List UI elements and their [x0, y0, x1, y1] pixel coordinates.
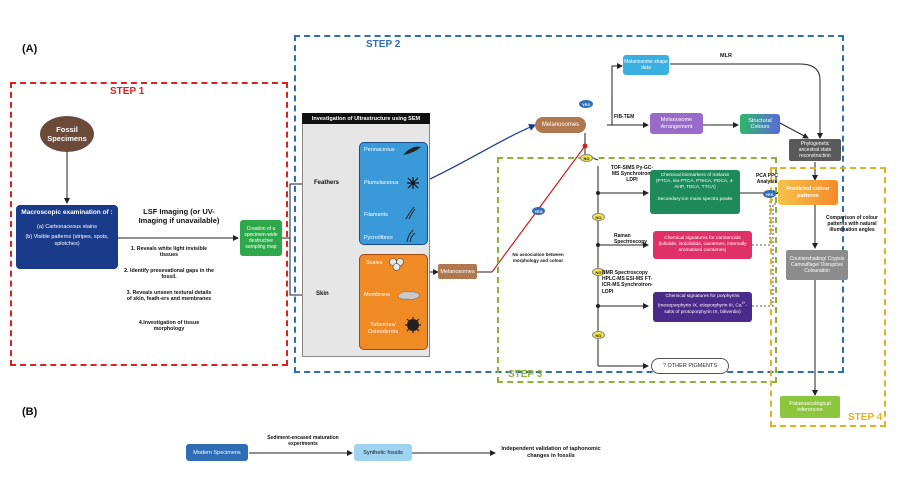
- no-badge-1: NO: [580, 154, 593, 162]
- other-pigments-box: ? OTHER PIGMENTS: [651, 358, 729, 374]
- yes-badge-red: YES: [532, 207, 545, 215]
- lsf-item-3: 3. Reveals unseen textural details of sk…: [126, 290, 212, 303]
- structural-colours-box: Structural Colours: [740, 114, 780, 134]
- feather-type-pennaceous: Pennaceous: [364, 147, 395, 153]
- skin-type-tubercles: Tubercles/ Osteoderms: [368, 322, 398, 335]
- feather-type-pycnofibres: Pycnofibres: [364, 235, 393, 241]
- porphyrins-ca: Ca: [735, 303, 742, 309]
- no-badge-2: NO: [592, 213, 605, 221]
- skin-type-scales: Scales: [366, 260, 383, 266]
- skin-type-membrane: Membrane: [364, 292, 391, 298]
- no-badge-4: NO: [592, 331, 605, 339]
- skin-box: [359, 254, 428, 350]
- filament-icon: [405, 206, 416, 220]
- step3-title: STEP 3: [508, 369, 543, 380]
- comparison-label: Comparison of colour patterns with natur…: [826, 215, 878, 233]
- lsf-imaging-title: LSF Imaging (or UV-Imaging if unavailabl…: [138, 207, 220, 225]
- step3-region: [497, 157, 777, 383]
- method3-label: NMR Spectroscopy HPLC-MS ESI-MS FT-ICR-M…: [602, 270, 653, 295]
- no-badge-3: NO: [592, 268, 605, 276]
- melanin-biomarkers: Chemical biomarkers of melanin (PTCA, is…: [655, 173, 735, 190]
- phylo-box: Phylogenetic ancestral state reconstruct…: [789, 139, 841, 161]
- macro-item-b: (b) Visible patterns (stripes, spots, sp…: [25, 234, 109, 247]
- porphyrins-text-1: Chemical signatures for porphyrins (meso…: [657, 294, 740, 309]
- synthetic-fossils-box: Synthetic fossils: [354, 444, 412, 461]
- validation-label: Independent validation of taphonomic cha…: [501, 446, 601, 459]
- fibre-icon: [406, 229, 416, 243]
- method2-label: Raman Spectroscopy: [614, 233, 648, 245]
- shape-data-box: Melanosome shape data: [623, 55, 669, 75]
- panel-label-a: (A): [22, 43, 38, 55]
- mlr-label: MLR: [720, 53, 732, 59]
- macro-title: Macroscopic examination of :: [21, 209, 113, 216]
- secondary-ion: Secondary-ion mass spectra peaks: [657, 197, 733, 202]
- step2-region: [294, 35, 844, 373]
- sampling-map-box: Creation of a specimen-wide destructive …: [240, 220, 282, 256]
- tubercle-icon: [405, 317, 421, 333]
- porphyrins-box: Chemical signatures for porphyrins (meso…: [653, 292, 752, 322]
- countershading-box: Countershading/ Crypsis Camouflage/ Disr…: [786, 250, 848, 280]
- pca-label: PCA PPC Analysis: [755, 173, 779, 185]
- yes-badge-top: YES: [579, 100, 593, 108]
- sem-title: Investigation of Ultrastructure using SE…: [302, 113, 430, 124]
- lsf-item-4: 4.Investigation of tissue morphology: [138, 320, 200, 333]
- no-association-label: No association between morphology and co…: [512, 252, 564, 263]
- melanin-box: Chemical biomarkers of melanin (PTCA, is…: [650, 170, 740, 214]
- porphyrins-sup: 2+: [741, 301, 746, 305]
- skin-label: Skin: [316, 291, 329, 297]
- membrane-icon: [397, 291, 421, 300]
- fibtem-label: FIB-TEM: [614, 114, 635, 120]
- step1-region: [10, 82, 288, 366]
- step1-title: STEP 1: [110, 86, 145, 97]
- modern-specimens-box: Modern Specimens: [186, 444, 248, 461]
- carotenoids-box: Chemical signatures for carotenoids (lol…: [653, 231, 752, 259]
- palaeo-box: Palaeoecological inferences: [780, 396, 840, 418]
- fluff-icon: [407, 177, 419, 189]
- feather-icon: [403, 146, 421, 155]
- fossil-specimens: Fossil Specimens: [40, 116, 94, 152]
- panel-label-b: (B): [22, 406, 38, 418]
- scale-icon: [389, 258, 404, 271]
- macroscopic-examination-box: Macroscopic examination of : (a) Carbona…: [16, 205, 118, 269]
- step4-region: [770, 167, 886, 427]
- sediment-label: Sediment-encased maturation experiments: [267, 435, 339, 447]
- step4-title: STEP 4: [848, 412, 883, 423]
- method1-label: TOF-SIMS Py-GC-MS Synchrotron-LDPI: [610, 165, 654, 183]
- melanosomes-skin-box: Melanosomes: [438, 264, 477, 279]
- lsf-item-2: 2. Identify presevational gaps in the fo…: [124, 268, 214, 281]
- predicted-patterns-box: Predicted colour patterns: [778, 180, 838, 205]
- feathers-box: [359, 142, 428, 245]
- macro-item-a: (a) Carbonaceous stains: [37, 224, 97, 230]
- feathers-label: Feathers: [314, 180, 340, 186]
- yes-badge-pca: YES: [763, 190, 776, 198]
- melanosomes-box: Melanosomes: [535, 117, 586, 133]
- porphyrins-text-2: -salts of protoporphyrin IX, biliverdin): [664, 303, 748, 315]
- feather-type-plumulaceous: Plumulaceous: [364, 180, 399, 186]
- step2-title: STEP 2: [366, 39, 401, 50]
- feather-type-filaments: Filaments: [364, 212, 388, 218]
- arrangement-box: Melanosome Arrangement: [650, 113, 703, 134]
- lsf-item-1: 1. Reveals white light invisible tissues: [130, 246, 208, 259]
